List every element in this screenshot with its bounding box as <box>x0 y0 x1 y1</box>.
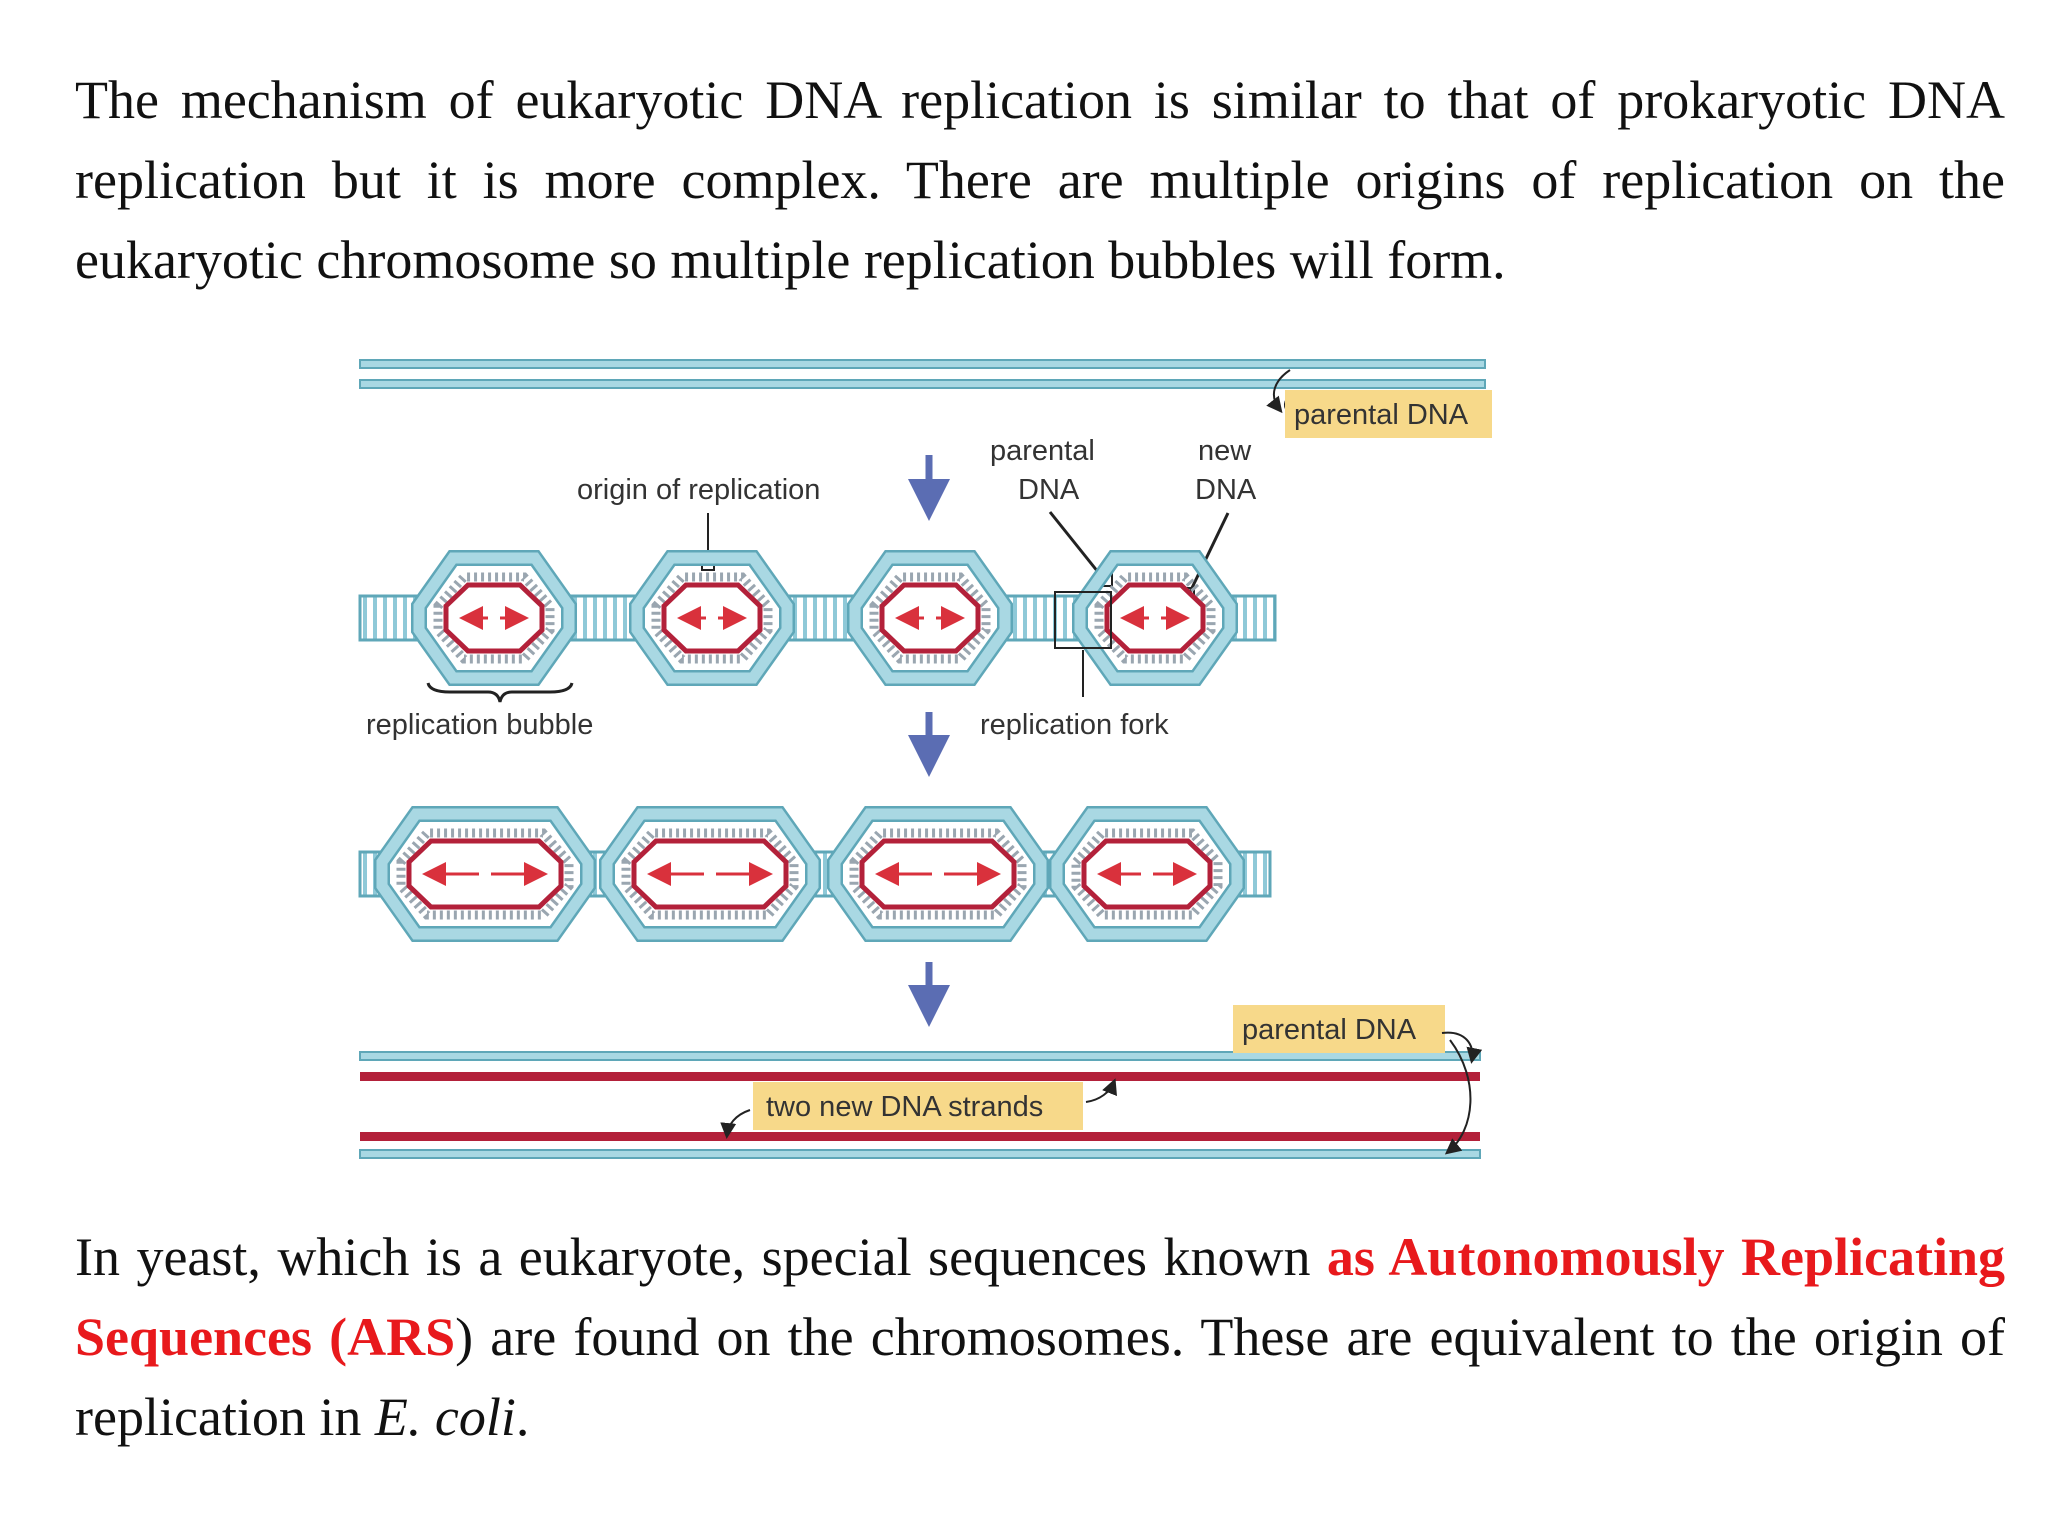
parental-dna-bottom-label: parental DNA <box>1233 1005 1483 1155</box>
replication-bubble <box>599 806 821 942</box>
new-pointer <box>1188 512 1230 593</box>
ars-highlight: as Autonomously Replicating Sequences (A… <box>75 1227 2005 1367</box>
replication-fork-marker <box>1054 591 1112 649</box>
new-strand-upper <box>360 1072 1480 1081</box>
outro-paragraph: In yeast, which is a eukaryote, special … <box>75 1217 2005 1457</box>
new-strand-lower <box>360 1132 1480 1141</box>
daughter-dna-molecules <box>359 1051 1481 1159</box>
label-new-line2: DNA <box>1195 474 1257 506</box>
replication-bubble <box>847 550 1013 686</box>
intro-paragraph: The mechanism of eukaryotic DNA replicat… <box>75 70 2005 290</box>
label-parental-line2: DNA <box>1018 474 1080 506</box>
ecoli-italic: E. coli <box>374 1387 516 1447</box>
outro-text-2: ) are found on the chromosomes. These ar… <box>75 1307 2005 1447</box>
parental-strand-upper <box>359 1051 1481 1061</box>
label-parental-dna-bottom: parental DNA <box>1242 1014 1417 1046</box>
replication-bubble <box>374 806 596 942</box>
parental-dna-top-label: parental DNA <box>1285 390 1492 438</box>
label-two-new-dna-strands: two new DNA strands <box>766 1091 1043 1123</box>
double-helix-segment <box>998 594 1087 642</box>
label-new-line1: new <box>1198 435 1252 467</box>
replication-bubbles-row-1 <box>358 550 1277 686</box>
outro-text-3: . <box>515 1387 530 1447</box>
outro-text-1: In yeast, which is a eukaryote, special … <box>75 1227 1327 1287</box>
parental-strand-lower <box>359 1149 1481 1159</box>
replication-bubble <box>629 550 795 686</box>
replication-bubbles-row-2 <box>358 806 1272 942</box>
two-new-strands-label: two new DNA strands <box>720 1078 1117 1139</box>
label-parental-line1: parental <box>990 435 1095 467</box>
bubble-brace <box>426 682 574 703</box>
replication-bubble <box>1072 550 1238 686</box>
replication-bubble <box>827 806 1049 942</box>
label-parental-dna-top: parental DNA <box>1294 399 1469 431</box>
replication-bubble <box>411 550 577 686</box>
replication-bubble <box>1049 806 1245 942</box>
label-replication-bubble: replication bubble <box>366 709 593 741</box>
label-replication-fork: replication fork <box>980 709 1169 741</box>
label-origin-of-replication: origin of replication <box>577 474 820 506</box>
